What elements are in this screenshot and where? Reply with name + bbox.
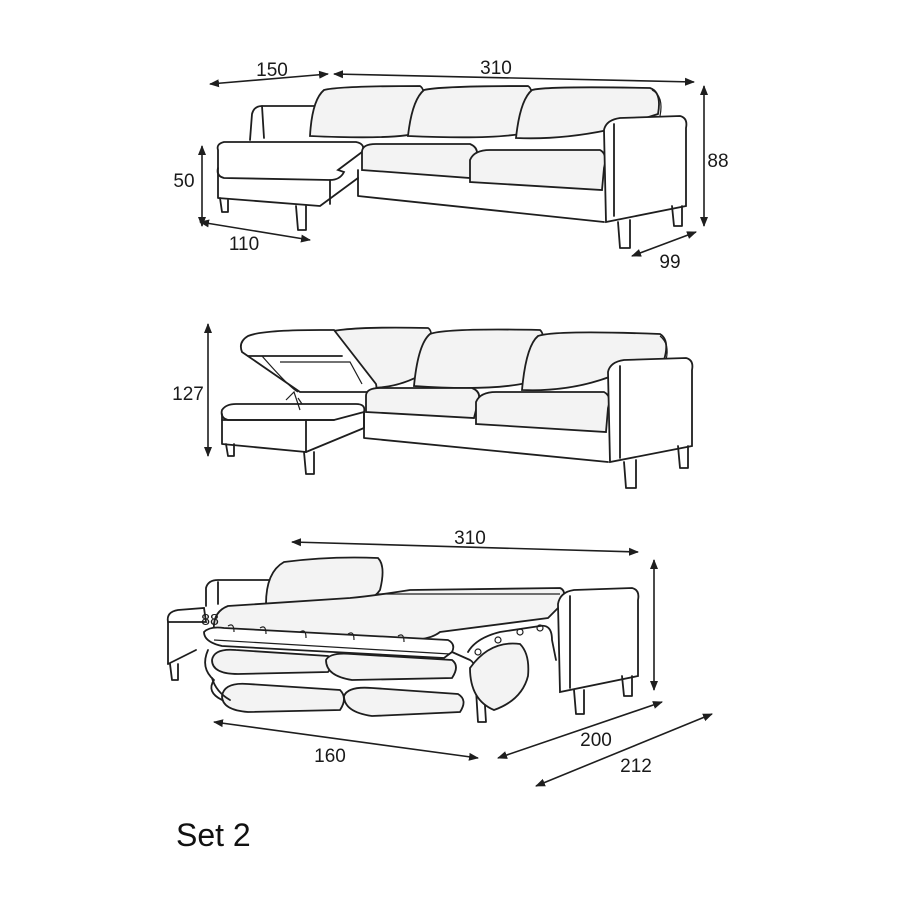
dim-bed-length: 200 [580, 730, 612, 751]
dim-chaise-depth: 110 [229, 234, 259, 255]
dim-seat-height: 50 [173, 171, 194, 192]
view-corner-sofa: 150 310 88 50 110 99 [173, 58, 728, 273]
dim-bed-width-total: 310 [454, 528, 486, 549]
dim-chaise-width: 150 [256, 60, 288, 81]
dim-open-depth: 212 [620, 756, 652, 777]
view-bed-open: 310 160 200 212 88 [166, 528, 713, 787]
dim-open-height: 127 [172, 384, 204, 405]
dim-height: 88 [707, 151, 728, 172]
dim-side-label: 88 [201, 612, 219, 629]
dim-depth: 99 [659, 252, 680, 273]
view-storage-open: 127 [172, 323, 694, 489]
dim-sofa-width: 310 [480, 58, 512, 79]
set-label: Set 2 [176, 817, 251, 853]
dim-bed-width: 160 [314, 746, 346, 767]
